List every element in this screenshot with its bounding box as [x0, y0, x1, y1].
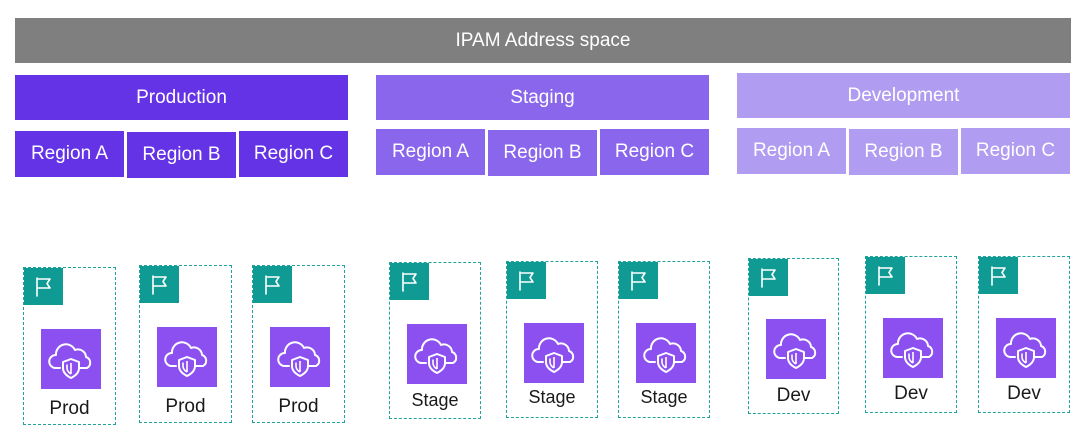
region-label: Region A [391, 141, 470, 162]
account-label: Stage [411, 390, 459, 410]
region-c-production: Region C [239, 131, 348, 177]
flag-icon [24, 268, 63, 305]
cloud-shield-icon [996, 318, 1056, 378]
account-label: Prod [165, 396, 206, 417]
account-label: Dev [776, 385, 811, 406]
flag-icon [390, 263, 429, 300]
cloud-shield-icon [157, 327, 217, 387]
account-label: Dev [1007, 383, 1041, 404]
account-card-prod-1: Prod [23, 267, 116, 425]
cloud-shield-icon [41, 329, 101, 389]
region-label: Region A [752, 140, 831, 161]
account-label: Prod [49, 398, 90, 419]
ipam-address-space-bar: IPAM Address space [15, 18, 1071, 63]
cloud-shield-icon [270, 327, 330, 387]
region-label: Region B [142, 144, 221, 165]
cloud-shield-icon [883, 318, 943, 378]
cloud-shield-icon [766, 319, 826, 379]
flag-icon [253, 266, 292, 303]
env-label: Production [136, 86, 227, 108]
region-a-development: Region A [737, 128, 846, 174]
account-card-prod-2: Prod [139, 265, 232, 423]
region-c-development: Region C [961, 128, 1070, 174]
cloud-shield-icon [407, 324, 467, 384]
account-card-dev-3: Dev [978, 256, 1070, 413]
region-label: Region C [975, 140, 1056, 161]
region-label: Region C [253, 143, 334, 164]
flag-icon [507, 262, 546, 299]
flag-icon [866, 257, 905, 294]
region-label: Region B [503, 142, 582, 163]
account-card-prod-3: Prod [252, 265, 345, 423]
cloud-shield-icon [636, 323, 696, 383]
env-label: Staging [510, 86, 575, 108]
region-c-staging: Region C [600, 129, 709, 175]
account-card-dev-1: Dev [748, 258, 839, 414]
account-label: Stage [640, 387, 688, 407]
account-card-stage-1: Stage [389, 262, 481, 419]
cloud-shield-icon [524, 323, 584, 383]
env-development: Development [737, 73, 1070, 118]
account-label: Stage [528, 387, 576, 407]
region-a-staging: Region A [376, 129, 485, 175]
env-label: Development [847, 84, 960, 106]
env-staging: Staging [376, 75, 709, 120]
region-label: Region A [30, 143, 109, 164]
ipam-title: IPAM Address space [455, 29, 631, 51]
account-label: Dev [894, 383, 928, 404]
account-label: Prod [278, 396, 319, 417]
region-b-staging: Region B [488, 130, 597, 176]
flag-icon [140, 266, 179, 303]
flag-icon [979, 257, 1018, 294]
account-card-stage-3: Stage [618, 261, 710, 418]
flag-icon [619, 262, 658, 299]
account-card-dev-2: Dev [865, 256, 957, 413]
region-label: Region C [614, 141, 695, 162]
region-a-production: Region A [15, 131, 124, 177]
flag-icon [749, 259, 788, 296]
region-label: Region B [864, 141, 943, 162]
region-b-development: Region B [849, 129, 958, 175]
env-production: Production [15, 75, 348, 120]
account-card-stage-2: Stage [506, 261, 598, 418]
region-b-production: Region B [127, 132, 236, 178]
